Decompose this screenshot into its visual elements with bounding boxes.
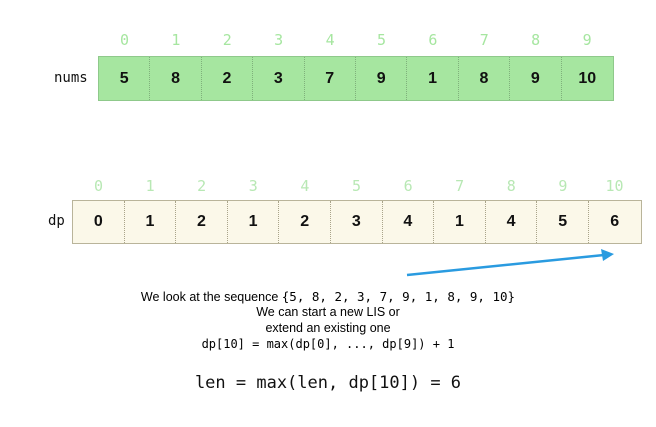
dp-label: dp <box>48 213 65 229</box>
nums-cell: 8 <box>459 57 511 100</box>
dp-cell: 3 <box>331 201 383 243</box>
dp-index: 0 <box>93 177 104 195</box>
nums-index: 8 <box>531 31 541 49</box>
nums-index: 6 <box>428 31 438 49</box>
nums-cell: 9 <box>356 57 408 100</box>
nums-index: 7 <box>479 31 489 49</box>
nums-index: 0 <box>119 31 130 49</box>
dp-index: 3 <box>248 177 258 195</box>
dp-index: 10 <box>605 177 624 195</box>
dp-index: 7 <box>455 177 465 195</box>
annotation-sequence: {5, 8, 2, 3, 7, 9, 1, 8, 9, 10} <box>281 289 516 304</box>
nums-index: 5 <box>376 31 387 49</box>
annotation-line-3: extend an existing one <box>265 321 391 335</box>
nums-cell: 3 <box>253 57 305 100</box>
nums-cell: 5 <box>99 57 151 100</box>
nums-index: 3 <box>274 31 284 49</box>
dp-cell: 4 <box>486 201 538 243</box>
nums-label: nums <box>54 70 88 86</box>
nums-cell: 1 <box>407 57 459 100</box>
dp-index: 2 <box>197 177 207 195</box>
nums-index: 1 <box>171 31 181 49</box>
dp-cell: 1 <box>434 201 486 243</box>
annotation-line-1-text: We look at the sequence <box>140 290 282 304</box>
nums-index: 9 <box>582 31 592 49</box>
dp-index: 4 <box>300 177 310 195</box>
dp-cell: 6 <box>610 213 620 230</box>
dp-index: 1 <box>145 177 155 195</box>
dp-cell: 0 <box>73 201 125 243</box>
dp-cell: 1 <box>125 201 177 243</box>
result-formula: len = max(len, dp[10]) = 6 <box>194 373 462 393</box>
nums-cell: 10 <box>578 69 597 87</box>
dp-cell: 5 <box>537 201 589 243</box>
dp-index: 9 <box>558 177 568 195</box>
nums-index: 2 <box>222 31 232 49</box>
dp-index: 5 <box>351 177 362 195</box>
annotation-line-2: We can start a new LIS or <box>256 305 400 319</box>
nums-cell: 2 <box>202 57 254 100</box>
annotation-line-1: We look at the sequence {5, 8, 2, 3, 7, … <box>0 289 656 305</box>
annotation-line-4: dp[10] = max(dp[0], ..., dp[9]) + 1 <box>201 337 455 351</box>
dp-index: 8 <box>506 177 516 195</box>
dp-cell: 2 <box>279 201 331 243</box>
nums-cell: 9 <box>510 57 562 100</box>
dp-cell: 1 <box>228 201 280 243</box>
dp-index: 6 <box>403 177 413 195</box>
nums-cell: 8 <box>150 57 202 100</box>
dp-cell: 2 <box>176 201 228 243</box>
dp-cell: 4 <box>383 201 435 243</box>
nums-index: 4 <box>325 31 335 49</box>
nums-cell: 7 <box>305 57 356 100</box>
